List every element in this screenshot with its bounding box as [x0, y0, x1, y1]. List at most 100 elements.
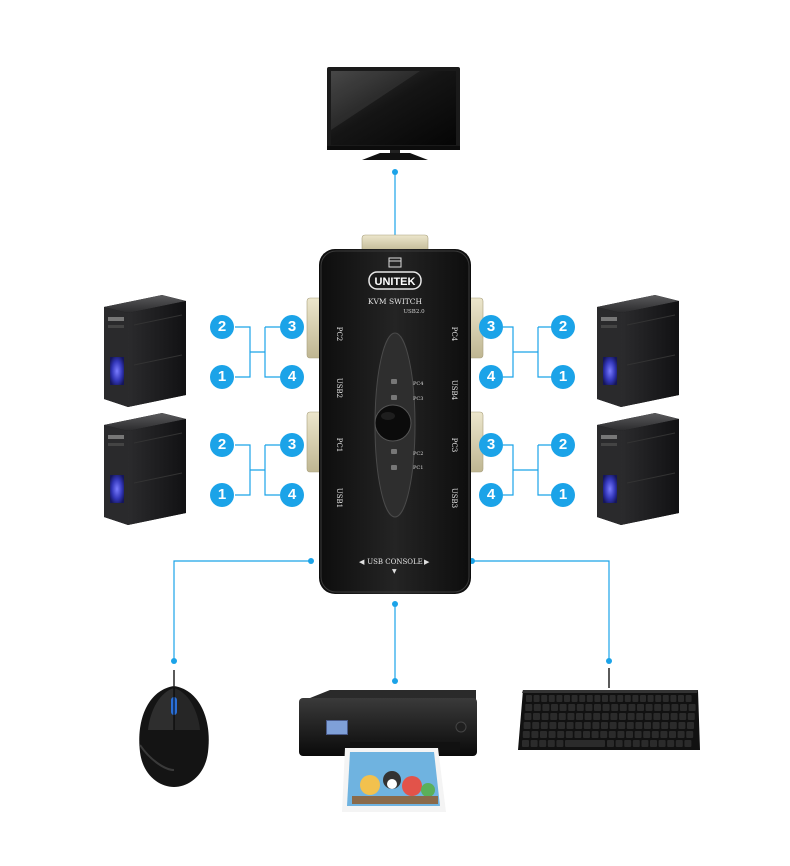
connection-badge: 1 [210, 483, 234, 507]
port-label-pc4: PC4 [450, 327, 458, 342]
keyboard-key [585, 704, 593, 711]
keyboard-key [591, 731, 599, 738]
keyboard-key [611, 704, 619, 711]
port-label-pc1: PC1 [335, 438, 343, 453]
computer-tower-icon [597, 295, 679, 407]
keyboard-key [619, 713, 626, 720]
keyboard-key [645, 704, 653, 711]
connection-badge: 4 [479, 365, 503, 389]
vga-connectors [306, 234, 484, 473]
keyboard-key [644, 713, 652, 720]
keyboard-key [688, 704, 696, 711]
left-bottom-bracket-outer [235, 444, 265, 496]
keyboard-key [558, 722, 565, 729]
connection-badge: 1 [551, 483, 575, 507]
keyboard-key [547, 740, 555, 747]
keyboard-key [533, 713, 540, 720]
mouse-line [173, 560, 311, 661]
keyboard-key [627, 713, 635, 720]
keyboard-key [549, 722, 557, 729]
keyboard-key [662, 704, 670, 711]
keyboard-key [558, 713, 566, 720]
connection-badge: 3 [479, 315, 503, 339]
connection-badge: 4 [479, 483, 503, 507]
port-label-usb1: USB1 [335, 488, 343, 508]
keyboard-key [679, 713, 687, 720]
connection-badge: 2 [551, 433, 575, 457]
keyboard-key [662, 695, 669, 702]
keyboard-key [583, 731, 590, 738]
connection-badge: 3 [280, 315, 304, 339]
right-top-bracket-outer [537, 326, 552, 378]
connection-badge: 2 [210, 315, 234, 339]
led-label-pc1: PC1 [413, 465, 423, 471]
keyboard-key [571, 695, 578, 702]
keyboard-key [647, 695, 654, 702]
right-top-bracket-inner [503, 326, 538, 378]
keyboard-key [628, 704, 636, 711]
keyboard-key [556, 740, 564, 747]
keyboard-key [550, 713, 558, 720]
status-leds [391, 379, 397, 470]
keyboard-key [677, 731, 685, 738]
port-label-usb4: USB4 [450, 380, 458, 401]
keyboard-key [669, 731, 676, 738]
keyboard-key [541, 713, 549, 720]
connection-badge: 1 [210, 365, 234, 389]
keyboard-key [660, 731, 668, 738]
keyboard-key [608, 731, 616, 738]
keyboard-key [617, 731, 625, 738]
led-label-pc3: PC3 [413, 396, 423, 402]
keyboard-key [609, 695, 616, 702]
keyboard-key [650, 740, 657, 747]
keyboard-key [594, 704, 601, 711]
keyboard-key [602, 704, 610, 711]
mouse-icon [139, 670, 209, 787]
computer-tower-icon [597, 413, 679, 525]
keyboard-key [533, 695, 540, 702]
keyboard-key [565, 740, 605, 747]
keyboard-key [575, 722, 583, 729]
right-bottom-bracket-inner [503, 444, 538, 496]
printer-icon [299, 690, 477, 812]
keyboard-key [593, 713, 601, 720]
keyboard-key [619, 704, 627, 711]
keyboard-key [523, 722, 531, 729]
connection-badge: 2 [551, 315, 575, 339]
connection-badge: 4 [280, 365, 304, 389]
keyboard-key [576, 704, 584, 711]
keyboard-key [655, 695, 662, 702]
keyboard-key [522, 740, 529, 747]
keyboard-key [667, 740, 675, 747]
keyboard-key [670, 695, 677, 702]
keyboard-key [686, 731, 694, 738]
keyboard-key [526, 695, 532, 702]
console-label: USB CONSOLE [367, 558, 423, 566]
keyboard-key [661, 722, 669, 729]
keyboard-key [687, 713, 695, 720]
keyboard-key [533, 704, 541, 711]
keyboard-key [671, 704, 679, 711]
keyboard-key [586, 695, 593, 702]
kvm-title: KVM SWITCH [368, 297, 423, 306]
left-top-bracket-outer [235, 326, 265, 378]
led-label-pc2: PC2 [413, 451, 423, 457]
port-label-pc3: PC3 [450, 438, 458, 453]
selector-button[interactable] [374, 404, 412, 442]
keyboard-key [576, 713, 583, 720]
left-top-bracket-inner [264, 326, 280, 378]
keyboard-key [641, 740, 649, 747]
brand-logo: UNITEK [375, 276, 416, 288]
connection-badge: 4 [280, 483, 304, 507]
keyboard-key [574, 731, 582, 738]
keyboard-key [678, 722, 686, 729]
keyboard-key [542, 704, 550, 711]
keyboard-key [556, 695, 563, 702]
connection-badge: 1 [551, 365, 575, 389]
keyboard-key [626, 722, 634, 729]
keyboard-key [600, 731, 608, 738]
kvm-version: USB2.0 [403, 309, 425, 315]
keyboard-key [653, 713, 661, 720]
keyboard-key [675, 740, 683, 747]
